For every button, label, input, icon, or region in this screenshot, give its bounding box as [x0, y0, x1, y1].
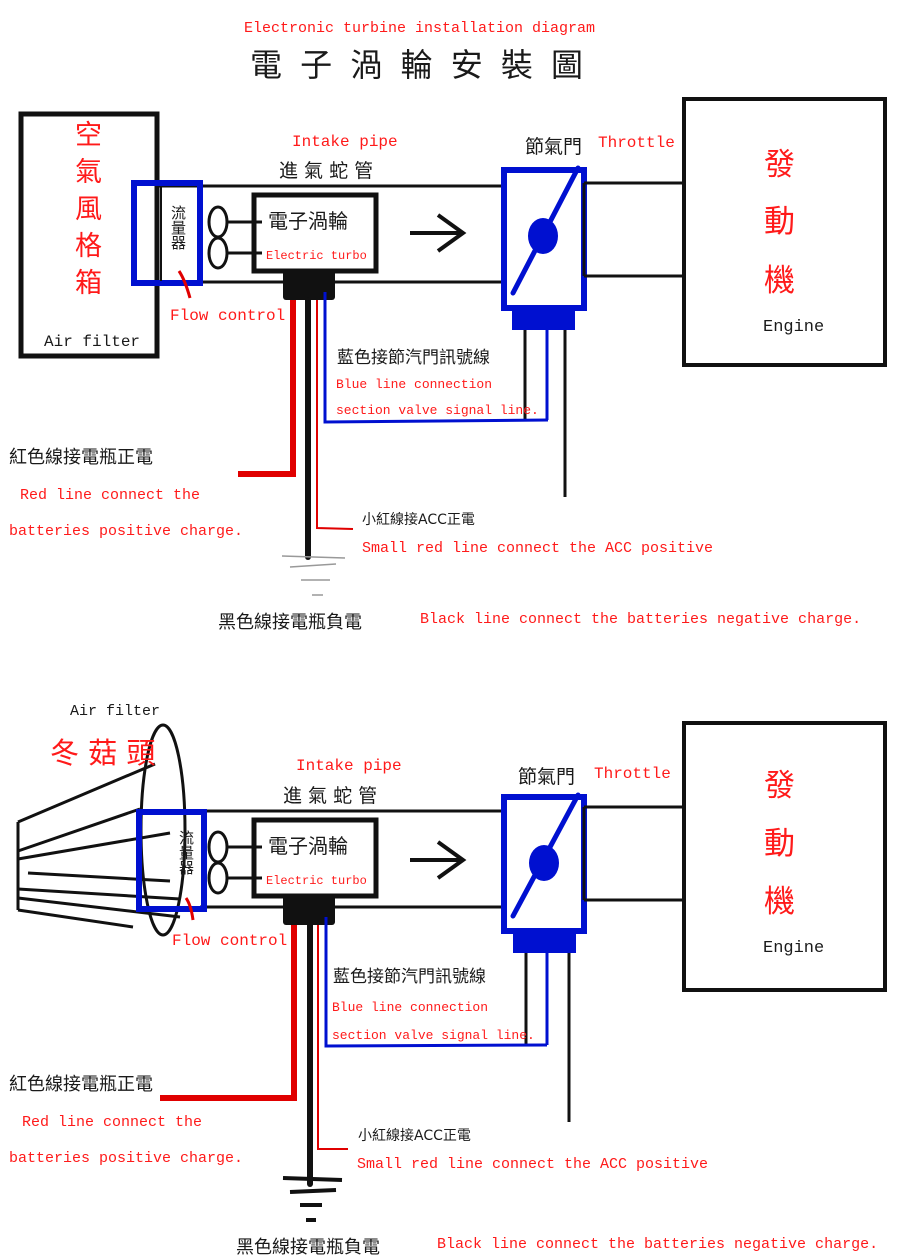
- air-filter-label-zh: 冬 菇 頭: [50, 736, 156, 770]
- flow-meter-label-zh: 流量器: [169, 205, 187, 250]
- red-wire-label-en-2: batteries positive charge.: [9, 1150, 244, 1167]
- engine-label-zh-3: 機: [764, 884, 795, 920]
- red-wire-label-zh: 紅色線接電瓶正電: [9, 1074, 153, 1095]
- blue-wire-label-en-2: section valve signal line.: [332, 1028, 535, 1043]
- flow-control-label: Flow control: [172, 932, 288, 950]
- blue-wire-label-zh: 藍色接節汽門訊號線: [333, 967, 486, 987]
- throttle-pivot: [528, 218, 558, 254]
- small-red-wire-label-en: Small red line connect the ACC positive: [357, 1156, 709, 1173]
- throttle-label-zh: 節氣門: [525, 136, 583, 158]
- black-wire-label-en: Black line connect the batteries negativ…: [420, 611, 862, 628]
- engine-label-zh-2: 動: [764, 826, 795, 862]
- small-red-wire-label-zh: 小紅線接ACC正電: [362, 512, 475, 528]
- throttle-connector: [513, 929, 576, 953]
- black-wire-label-zh: 黑色線接電瓶負電: [218, 612, 362, 633]
- blue-wire-label-en-1: Blue line connection: [332, 1000, 489, 1015]
- engine-label-zh-1: 發: [764, 147, 795, 183]
- blue-wire-label-en-1: Blue line connection: [336, 377, 493, 392]
- small-red-wire-label-zh: 小紅線接ACC正電: [358, 1128, 471, 1144]
- small-red-wire: [316, 300, 354, 530]
- flow-arrow-icon: [410, 840, 467, 880]
- flow-control-wire: [177, 270, 192, 299]
- turbo-label-zh: 電子渦輪: [268, 209, 348, 233]
- blue-wire: [324, 917, 548, 1048]
- small-red-wire-label-en: Small red line connect the ACC positive: [362, 540, 714, 557]
- engine-label-en: Engine: [763, 939, 825, 958]
- diagram-1: [18, 97, 887, 596]
- ground-symbol-icon: [282, 1176, 343, 1222]
- air-filter-label-en: Air filter: [44, 333, 141, 351]
- red-wire: [238, 300, 296, 477]
- engine-label-zh-1: 發: [764, 768, 795, 804]
- engine-label-zh-2: 動: [764, 204, 795, 240]
- blue-wire: [323, 292, 549, 424]
- engine-label-en: Engine: [763, 318, 825, 337]
- red-wire-label-en-1: Red line connect the: [22, 1114, 203, 1131]
- small-red-wire: [317, 925, 348, 1150]
- turbo-label-en: Electric turbo: [266, 249, 367, 263]
- throttle-connector: [512, 306, 575, 330]
- flow-meter-box: [131, 180, 203, 286]
- throttle-label-en: Throttle: [594, 765, 671, 783]
- flow-meter-box: [136, 809, 207, 912]
- throttle-label-zh: 節氣門: [518, 766, 576, 788]
- throttle-label-en: Throttle: [598, 134, 675, 152]
- flow-control-wire: [184, 897, 195, 921]
- title-chinese: 電 子 渦 輪 安 裝 圖: [250, 46, 588, 84]
- turbo-connector: [283, 270, 335, 300]
- air-filter-box: [18, 111, 160, 359]
- air-filter-label-en: Air filter: [70, 703, 161, 720]
- intake-pipe-label-en: Intake pipe: [292, 133, 398, 151]
- black-wire-label-zh: 黑色線接電瓶負電: [236, 1237, 380, 1258]
- red-wire: [160, 925, 297, 1101]
- title-english: Electronic turbine installation diagram: [244, 20, 596, 37]
- fan-icon-bottom: [207, 861, 229, 895]
- blue-wire-label-zh: 藍色接節汽門訊號線: [337, 348, 490, 368]
- red-wire-label-en-2: batteries positive charge.: [9, 523, 244, 540]
- fan-icon-top: [207, 205, 229, 239]
- blue-wire-label-en-2: section valve signal line.: [336, 403, 539, 418]
- red-wire-label-en-1: Red line connect the: [20, 487, 201, 504]
- diagram-2: [16, 721, 887, 1222]
- turbo-label-en: Electric turbo: [266, 874, 367, 888]
- engine-box: [682, 721, 887, 992]
- ground-symbol-icon: [281, 555, 346, 596]
- fan-icon-top: [207, 830, 229, 864]
- flow-arrow-icon: [410, 213, 467, 253]
- red-wire-label-zh: 紅色線接電瓶正電: [9, 447, 153, 468]
- intake-pipe-label-zh: 進 氣 蛇 管: [279, 160, 374, 182]
- turbo-label-zh: 電子渦輪: [268, 834, 348, 858]
- air-filter-label-zh: 空氣風格箱: [70, 120, 101, 305]
- flow-meter-label-zh: 流量器: [177, 830, 195, 875]
- turbo-connector: [283, 895, 335, 925]
- engine-box: [682, 97, 887, 367]
- engine-label-zh-3: 機: [764, 263, 795, 299]
- intake-pipe-label-zh: 進 氣 蛇 管: [283, 785, 378, 807]
- fan-icon-bottom: [207, 236, 229, 270]
- intake-pipe-label-en: Intake pipe: [296, 757, 402, 775]
- flow-control-label: Flow control: [170, 307, 286, 325]
- black-wire-label-en: Black line connect the batteries negativ…: [437, 1236, 879, 1253]
- throttle-pivot: [529, 845, 559, 881]
